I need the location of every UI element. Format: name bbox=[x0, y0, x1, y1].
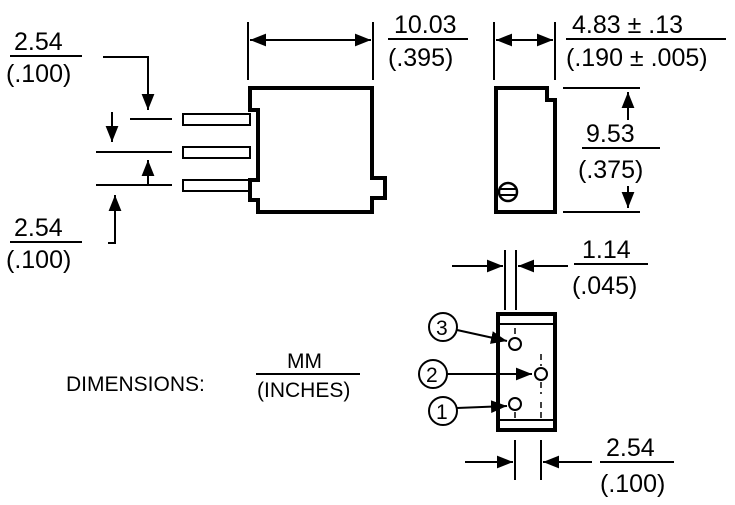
pin-number-3: 3 bbox=[436, 317, 448, 340]
body-width-in: (.395) bbox=[388, 44, 453, 72]
adjust-screw-icon bbox=[497, 181, 519, 203]
body-depth-mm: 4.83 ± .13 bbox=[572, 11, 683, 39]
pin-pitch-top-in: (.100) bbox=[6, 60, 71, 88]
pin-number-1: 1 bbox=[436, 401, 448, 424]
pin-callout-3 bbox=[428, 312, 458, 342]
pin-pitch-bottom-in: (.100) bbox=[6, 246, 71, 274]
body-depth-label: 4.83 ± .13 (.190 ± .005) bbox=[566, 11, 726, 72]
side-pin-3 bbox=[182, 179, 251, 192]
bottom-pin-2 bbox=[534, 367, 548, 381]
bottom-pitch-leader bbox=[108, 195, 122, 244]
side-pin-2 bbox=[182, 146, 251, 159]
legend-label: DIMENSIONS: bbox=[66, 373, 205, 396]
side-view bbox=[96, 22, 387, 244]
side-view-body bbox=[248, 86, 387, 214]
bottom-pin-3 bbox=[508, 337, 522, 351]
front-view bbox=[493, 22, 640, 214]
body-width-label: 10.03 (.395) bbox=[388, 11, 468, 72]
pin-spacing-bottom-label: 2.54 (.100) bbox=[600, 434, 674, 498]
body-width-mm: 10.03 bbox=[394, 11, 457, 39]
pin-pitch-bottom-mm: 2.54 bbox=[14, 214, 63, 242]
body-depth-in: (.190 ± .005) bbox=[566, 44, 708, 72]
bottom-pin-1 bbox=[508, 397, 522, 411]
side-pin-1 bbox=[182, 113, 251, 126]
pin-spacing-bottom-in: (.100) bbox=[600, 470, 665, 498]
body-height-label: 9.53 (.375) bbox=[578, 120, 660, 184]
pin-spacing-bottom-mm: 2.54 bbox=[606, 434, 655, 462]
pin-pitch-top-mm: 2.54 bbox=[14, 28, 63, 56]
legend-unit-primary: MM bbox=[287, 350, 322, 373]
pin-offset-mm: 1.14 bbox=[582, 236, 631, 264]
pin-callout-1 bbox=[428, 396, 458, 426]
bottom-view bbox=[418, 250, 592, 480]
top-pitch-leader bbox=[103, 56, 155, 110]
pin-offset-label: 1.14 (.045) bbox=[572, 236, 648, 300]
units-legend: DIMENSIONS: MM (INCHES) bbox=[66, 350, 360, 402]
pin-pitch-top-label: 2.54 (.100) bbox=[6, 28, 82, 88]
pin-offset-in: (.045) bbox=[572, 272, 637, 300]
legend-unit-secondary: (INCHES) bbox=[257, 379, 350, 402]
pin-number-2: 2 bbox=[426, 364, 438, 387]
pin-pitch-bottom-label: 2.54 (.100) bbox=[6, 214, 82, 274]
front-view-body bbox=[494, 86, 557, 214]
body-height-in: (.375) bbox=[578, 156, 643, 184]
body-height-mm: 9.53 bbox=[586, 120, 635, 148]
